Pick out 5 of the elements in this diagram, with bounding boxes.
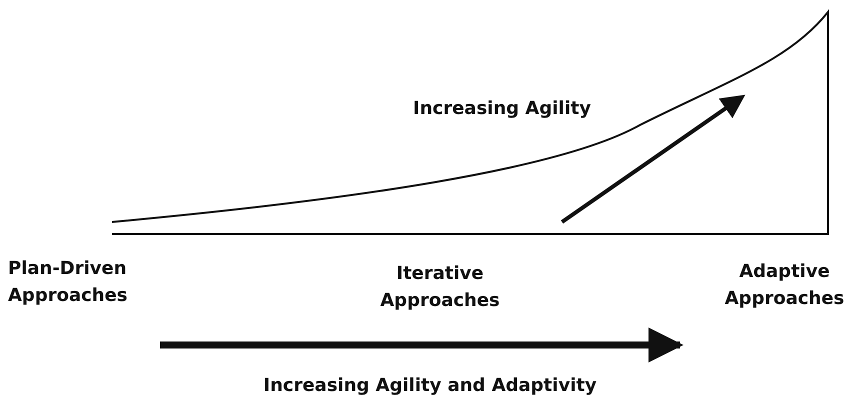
category-label: Plan-Driven Approaches — [8, 257, 128, 308]
axis-label: Increasing Agility and Adaptivity — [262, 374, 598, 398]
curve-label: Increasing Agility — [412, 97, 592, 121]
category-label: Adaptive Approaches — [724, 260, 846, 311]
category-label: Iterative Approaches — [379, 262, 501, 313]
